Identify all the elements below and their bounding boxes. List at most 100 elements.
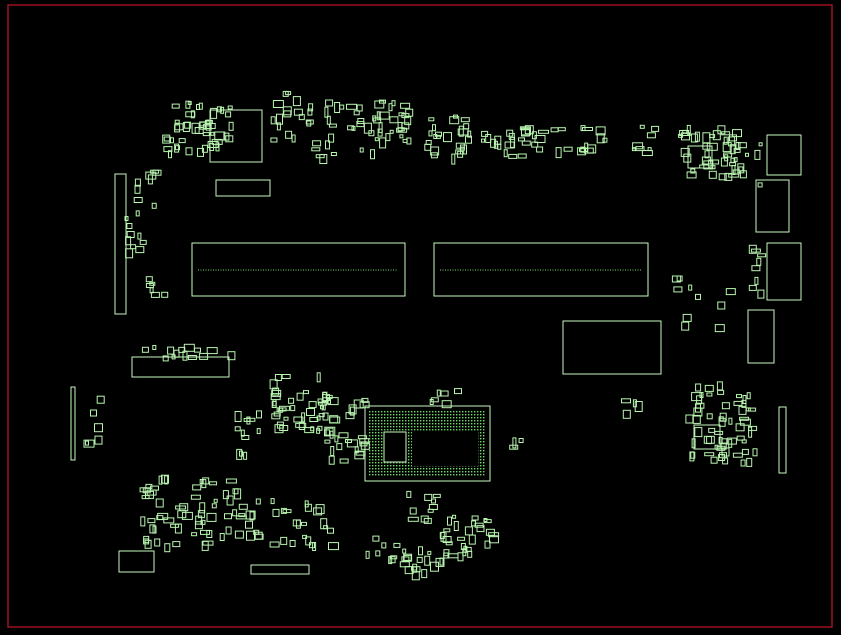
smd-pad[interactable] — [324, 439, 331, 444]
smd-pad[interactable] — [476, 525, 485, 533]
smd-pad[interactable] — [692, 414, 701, 424]
smd-pad[interactable] — [489, 535, 499, 544]
smd-pad[interactable] — [399, 134, 404, 139]
smd-pad[interactable] — [206, 512, 217, 522]
smd-pad[interactable] — [254, 531, 263, 540]
smd-pad[interactable] — [416, 556, 423, 563]
smd-pad[interactable] — [283, 416, 289, 421]
smd-pad[interactable] — [632, 399, 637, 408]
smd-pad[interactable] — [447, 553, 459, 559]
smd-pad[interactable] — [375, 550, 381, 557]
smd-pad[interactable] — [435, 134, 441, 139]
smd-pad[interactable] — [741, 439, 747, 444]
smd-pad[interactable] — [465, 135, 472, 144]
smd-pad[interactable] — [521, 140, 531, 146]
smd-pad[interactable] — [646, 132, 656, 139]
smd-pad[interactable] — [149, 281, 156, 286]
smd-pad[interactable] — [740, 459, 746, 467]
smd-pad[interactable] — [436, 389, 441, 397]
smd-pad[interactable] — [359, 147, 364, 153]
smd-pad[interactable] — [720, 442, 727, 450]
smd-pad[interactable] — [163, 146, 173, 153]
smd-pad[interactable] — [190, 110, 195, 119]
smd-pad[interactable] — [442, 536, 452, 543]
smd-pad[interactable] — [726, 437, 737, 445]
smd-pad[interactable] — [430, 152, 438, 159]
smd-pad[interactable] — [151, 202, 157, 209]
smd-pad[interactable] — [228, 121, 234, 131]
smd-pad[interactable] — [322, 392, 328, 402]
smd-pad[interactable] — [318, 413, 325, 418]
smd-components[interactable] — [83, 90, 767, 581]
smd-pad[interactable] — [632, 142, 644, 150]
smd-pad[interactable] — [197, 147, 204, 157]
smd-pad[interactable] — [584, 142, 589, 152]
smd-pad[interactable] — [330, 152, 337, 156]
smd-pad[interactable] — [204, 123, 216, 129]
smd-pad[interactable] — [270, 137, 278, 143]
smd-pad[interactable] — [126, 223, 133, 229]
smd-pad[interactable] — [339, 104, 345, 110]
smd-pad[interactable] — [724, 172, 733, 181]
smd-pad[interactable] — [641, 150, 653, 156]
smd-pad[interactable] — [325, 99, 334, 107]
smd-pad[interactable] — [403, 554, 412, 561]
smd-pad[interactable] — [370, 149, 375, 160]
smd-pad[interactable] — [334, 435, 339, 443]
smd-pad[interactable] — [378, 111, 390, 120]
smd-pad[interactable] — [202, 132, 210, 137]
smd-pad[interactable] — [508, 153, 518, 159]
smd-pad[interactable] — [733, 147, 741, 153]
smd-pad[interactable] — [161, 291, 169, 298]
smd-pad[interactable] — [125, 236, 132, 246]
smd-pad[interactable] — [407, 516, 419, 522]
smd-pad[interactable] — [356, 104, 363, 112]
smd-pad[interactable] — [313, 507, 323, 516]
smd-pad[interactable] — [232, 488, 239, 495]
smd-pad[interactable] — [741, 448, 749, 455]
smd-pad[interactable] — [400, 102, 411, 109]
smd-pad[interactable] — [673, 286, 683, 293]
smd-pad[interactable] — [225, 478, 237, 484]
smd-pad[interactable] — [757, 289, 765, 299]
smd-pad[interactable] — [162, 355, 169, 362]
smd-pad[interactable] — [717, 125, 726, 135]
smd-pad[interactable] — [316, 372, 321, 383]
smd-pad[interactable] — [706, 436, 713, 445]
smd-pad[interactable] — [139, 487, 146, 493]
smd-pad[interactable] — [327, 527, 334, 534]
smd-pad[interactable] — [150, 485, 159, 491]
smd-pad[interactable] — [595, 126, 606, 136]
smd-pad[interactable] — [732, 452, 743, 458]
smd-pad[interactable] — [139, 239, 147, 245]
smd-pad[interactable] — [682, 313, 692, 322]
smd-pad[interactable] — [135, 246, 145, 254]
smd-pad[interactable] — [647, 147, 652, 152]
smd-pad[interactable] — [246, 417, 256, 422]
smd-pad[interactable] — [445, 541, 453, 546]
smd-pad[interactable] — [690, 133, 698, 143]
connector-top-bar[interactable] — [215, 179, 271, 197]
smd-pad[interactable] — [290, 405, 296, 412]
chip-bottom-left[interactable] — [118, 550, 155, 573]
smd-pad[interactable] — [150, 291, 160, 298]
smd-pad[interactable] — [220, 106, 225, 114]
smd-pad[interactable] — [174, 523, 182, 534]
smd-pad[interactable] — [431, 498, 436, 504]
smd-pad[interactable] — [163, 517, 175, 524]
smd-pad[interactable] — [270, 116, 276, 125]
smd-pad[interactable] — [455, 149, 465, 155]
smd-pad[interactable] — [714, 324, 725, 333]
smd-pad[interactable] — [255, 498, 261, 505]
smd-pad[interactable] — [709, 134, 716, 139]
smd-pad[interactable] — [349, 406, 355, 416]
smd-pad[interactable] — [459, 146, 465, 151]
smd-pad[interactable] — [356, 121, 365, 128]
smd-pad[interactable] — [721, 447, 730, 457]
smd-pad[interactable] — [509, 444, 519, 450]
smd-pad[interactable] — [451, 153, 456, 165]
smd-pad[interactable] — [310, 426, 315, 432]
smd-pad[interactable] — [167, 346, 175, 355]
smd-pad[interactable] — [621, 398, 631, 404]
smd-pad[interactable] — [464, 526, 473, 536]
